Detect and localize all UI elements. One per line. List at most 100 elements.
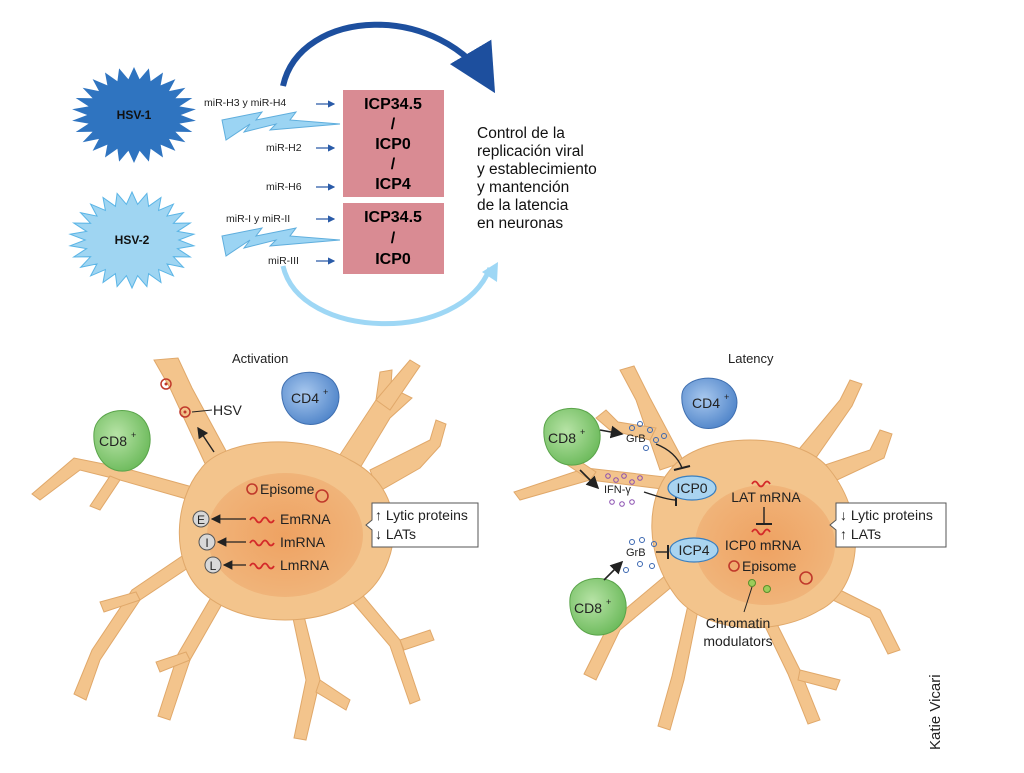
latency-cd8-bottom-cell: CD8 +: [569, 577, 627, 636]
svg-text:L: L: [210, 559, 217, 573]
hsv-label: HSV: [213, 402, 242, 418]
activation-cd4-cell: CD4 +: [281, 371, 340, 425]
hsv2-label: HSV-2: [115, 233, 150, 247]
lightning-hsv1: [221, 111, 341, 141]
lat-mrna-wave: [751, 480, 771, 488]
mrna-label-e: EmRNA: [280, 511, 331, 527]
icp0-mrna-wave: [751, 528, 771, 536]
activation-episome-ring-left: [246, 483, 258, 495]
latency-cd8-top-cell: CD8 +: [543, 407, 601, 466]
ifn-dots: [605, 473, 643, 507]
letter-l: L: [204, 556, 222, 574]
activation-title: Activation: [232, 351, 288, 366]
letter-i: I: [198, 533, 216, 551]
box2-line3: ICP0: [375, 251, 411, 268]
box1-line1: ICP34.5: [364, 96, 422, 113]
control-text-2: replicación viral: [477, 143, 584, 160]
icp4-oval: [669, 537, 719, 563]
chromatin-label-1: Chromatin: [706, 615, 771, 631]
box1-line2: /: [391, 116, 396, 133]
virus-particle-1: [160, 378, 172, 390]
control-text-4: y mantención: [477, 179, 569, 196]
activation-nucleus: [207, 473, 363, 597]
arc-arrow-hsv2-head: [482, 262, 498, 282]
latency-title: Latency: [728, 351, 774, 366]
icp4-label: ICP4: [678, 542, 709, 558]
activation-cd8-label: CD8: [99, 433, 127, 449]
mrna-wave-i: [249, 539, 275, 547]
box2-line2: /: [391, 230, 396, 247]
latency-legend-line2: ↑ LATs: [840, 526, 881, 542]
latency-cd4-sup: +: [724, 392, 729, 402]
icp0-oval: [667, 475, 717, 501]
icp0-label: ICP0: [676, 480, 707, 496]
arc-arrow-hsv1: [280, 21, 496, 94]
mirna-label-h2: miR-H2: [266, 142, 302, 154]
virus-particle-2: [179, 406, 191, 418]
mirna-label-iii: miR-III: [268, 255, 299, 267]
target-box-hsv1: [343, 90, 444, 197]
box1-line5: ICP4: [375, 176, 411, 193]
activation-episome-ring-right: [315, 489, 329, 503]
mirna-label-h6: miR-H6: [266, 181, 302, 193]
activation-panel: Activation: [31, 351, 479, 741]
activation-legend-box: [365, 502, 479, 548]
lightning-hsv2: [221, 227, 341, 257]
lat-mrna-label: LAT mRNA: [731, 489, 801, 505]
mrna-wave-l: [249, 562, 275, 570]
chromatin-label-2: modulators: [703, 633, 772, 649]
chromatin-pointer: [743, 586, 753, 613]
target-box-hsv2: [343, 203, 444, 274]
ifn-to-icp0-arrow: [643, 491, 677, 501]
grb-top-inhibit: [655, 443, 683, 469]
hsv1-label: HSV-1: [117, 108, 152, 122]
arc-arrow-hsv2: [280, 265, 493, 327]
cd8-to-ifn-arrow: [579, 469, 600, 490]
chromatin-dot-1: [748, 579, 756, 587]
latency-legend-box: [829, 502, 947, 548]
latency-cd8-top-sup: +: [580, 427, 585, 437]
activation-cd8-cell: CD8 +: [93, 410, 151, 472]
latency-episome-label: Episome: [742, 558, 797, 574]
cd8-to-grb-arrow: [599, 425, 624, 439]
svg-text:E: E: [197, 513, 205, 527]
control-text-3: y establecimiento: [477, 161, 597, 178]
grb-top-label: GrB: [626, 433, 646, 445]
artist-credit: Katie Vicari: [927, 674, 944, 750]
control-text-5: de la latencia: [477, 197, 569, 214]
latency-cd8-bottom-sup: +: [606, 597, 611, 607]
grb-top-inhibit-bar: [673, 465, 691, 471]
chromatin-dot-2: [763, 585, 771, 593]
hsv-pointer: [191, 409, 213, 413]
activation-legend-line1: ↑ Lytic proteins: [375, 507, 468, 523]
latency-legend-line1: ↓ Lytic proteins: [840, 507, 933, 523]
activation-cd8-sup: +: [131, 430, 136, 440]
box2-line1: ICP34.5: [364, 209, 422, 226]
mirna-label-i-ii: miR-I y miR-II: [226, 213, 290, 225]
grb-bottom-dots: [623, 537, 657, 573]
hsv2-star: [68, 190, 196, 290]
top-scheme: HSV-1 HSV-2 miR-H3 y miR-H4 miR-H2 miR-H…: [68, 21, 597, 327]
ifn-label: IFN-γ: [604, 484, 631, 496]
hsv-up-arrow: [197, 426, 215, 453]
mrna-label-l: LmRNA: [280, 557, 330, 573]
mrna-wave-e: [249, 516, 275, 524]
box1-line3: ICP0: [375, 136, 411, 153]
activation-cd4-sup: +: [323, 387, 328, 397]
grb-top-dots: [629, 421, 667, 451]
activation-cd4-label: CD4: [291, 390, 319, 406]
icp0-mrna-label: ICP0 mRNA: [725, 537, 802, 553]
svg-text:I: I: [205, 536, 208, 550]
control-text-6: en neuronas: [477, 215, 563, 232]
latency-cd4-cell: CD4 +: [681, 377, 738, 429]
control-text-1: Control de la: [477, 125, 565, 142]
latency-cd8-bottom-label: CD8: [574, 600, 602, 616]
latency-panel: Latency CD4 + CD8 +: [513, 351, 947, 750]
latency-cd8-top-label: CD8: [548, 430, 576, 446]
activation-legend-line2: ↓ LATs: [375, 526, 416, 542]
mirna-label-h3-h4: miR-H3 y miR-H4: [204, 97, 286, 109]
latency-episome-ring-left: [728, 560, 740, 572]
letter-e: E: [192, 510, 210, 528]
